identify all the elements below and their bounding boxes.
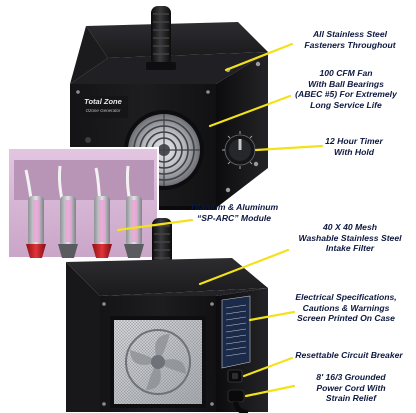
sp-arc-module-inset [7, 147, 159, 259]
callout-timer: 12 Hour Timer With Hold [325, 136, 383, 157]
spec-label-plate [221, 295, 251, 369]
leader-lines [116, 42, 324, 398]
leader-timer [254, 144, 324, 152]
carry-handle [146, 6, 176, 70]
leader-fan [208, 94, 292, 128]
callout-filter: 40 X 40 Mesh Washable Stainless Steel In… [298, 222, 402, 253]
bottom-ozone-unit [66, 218, 268, 413]
callout-cord: 8' 16/3 Grounded Power Cord With Strain … [316, 372, 386, 403]
leader-specs [248, 310, 296, 322]
top-ozone-unit [70, 6, 268, 210]
leader-breaker [242, 356, 294, 378]
callout-specs: Electrical Specifications, Cautions & Wa… [295, 292, 397, 323]
leader-filter [198, 248, 290, 286]
callout-fan: 100 CFM Fan With Ball Bearings (ABEC #5)… [295, 68, 397, 110]
circuit-breaker [227, 369, 243, 383]
leader-fasteners [224, 42, 294, 72]
leader-module [116, 218, 194, 232]
timer-knob [222, 131, 258, 169]
intake-filter [110, 316, 206, 408]
callout-module: Titanium & Aluminum “SP-ARC” Module [189, 202, 279, 223]
callout-breaker: Resettable Circuit Breaker [295, 350, 403, 360]
callout-fasteners: All Stainless Steel Fasteners Throughout [304, 29, 396, 50]
logo-text: Total Zone [84, 97, 122, 106]
brand-logo [78, 96, 128, 118]
leader-cord [244, 384, 296, 398]
logo-tagline: Ozone Generator [85, 108, 121, 113]
